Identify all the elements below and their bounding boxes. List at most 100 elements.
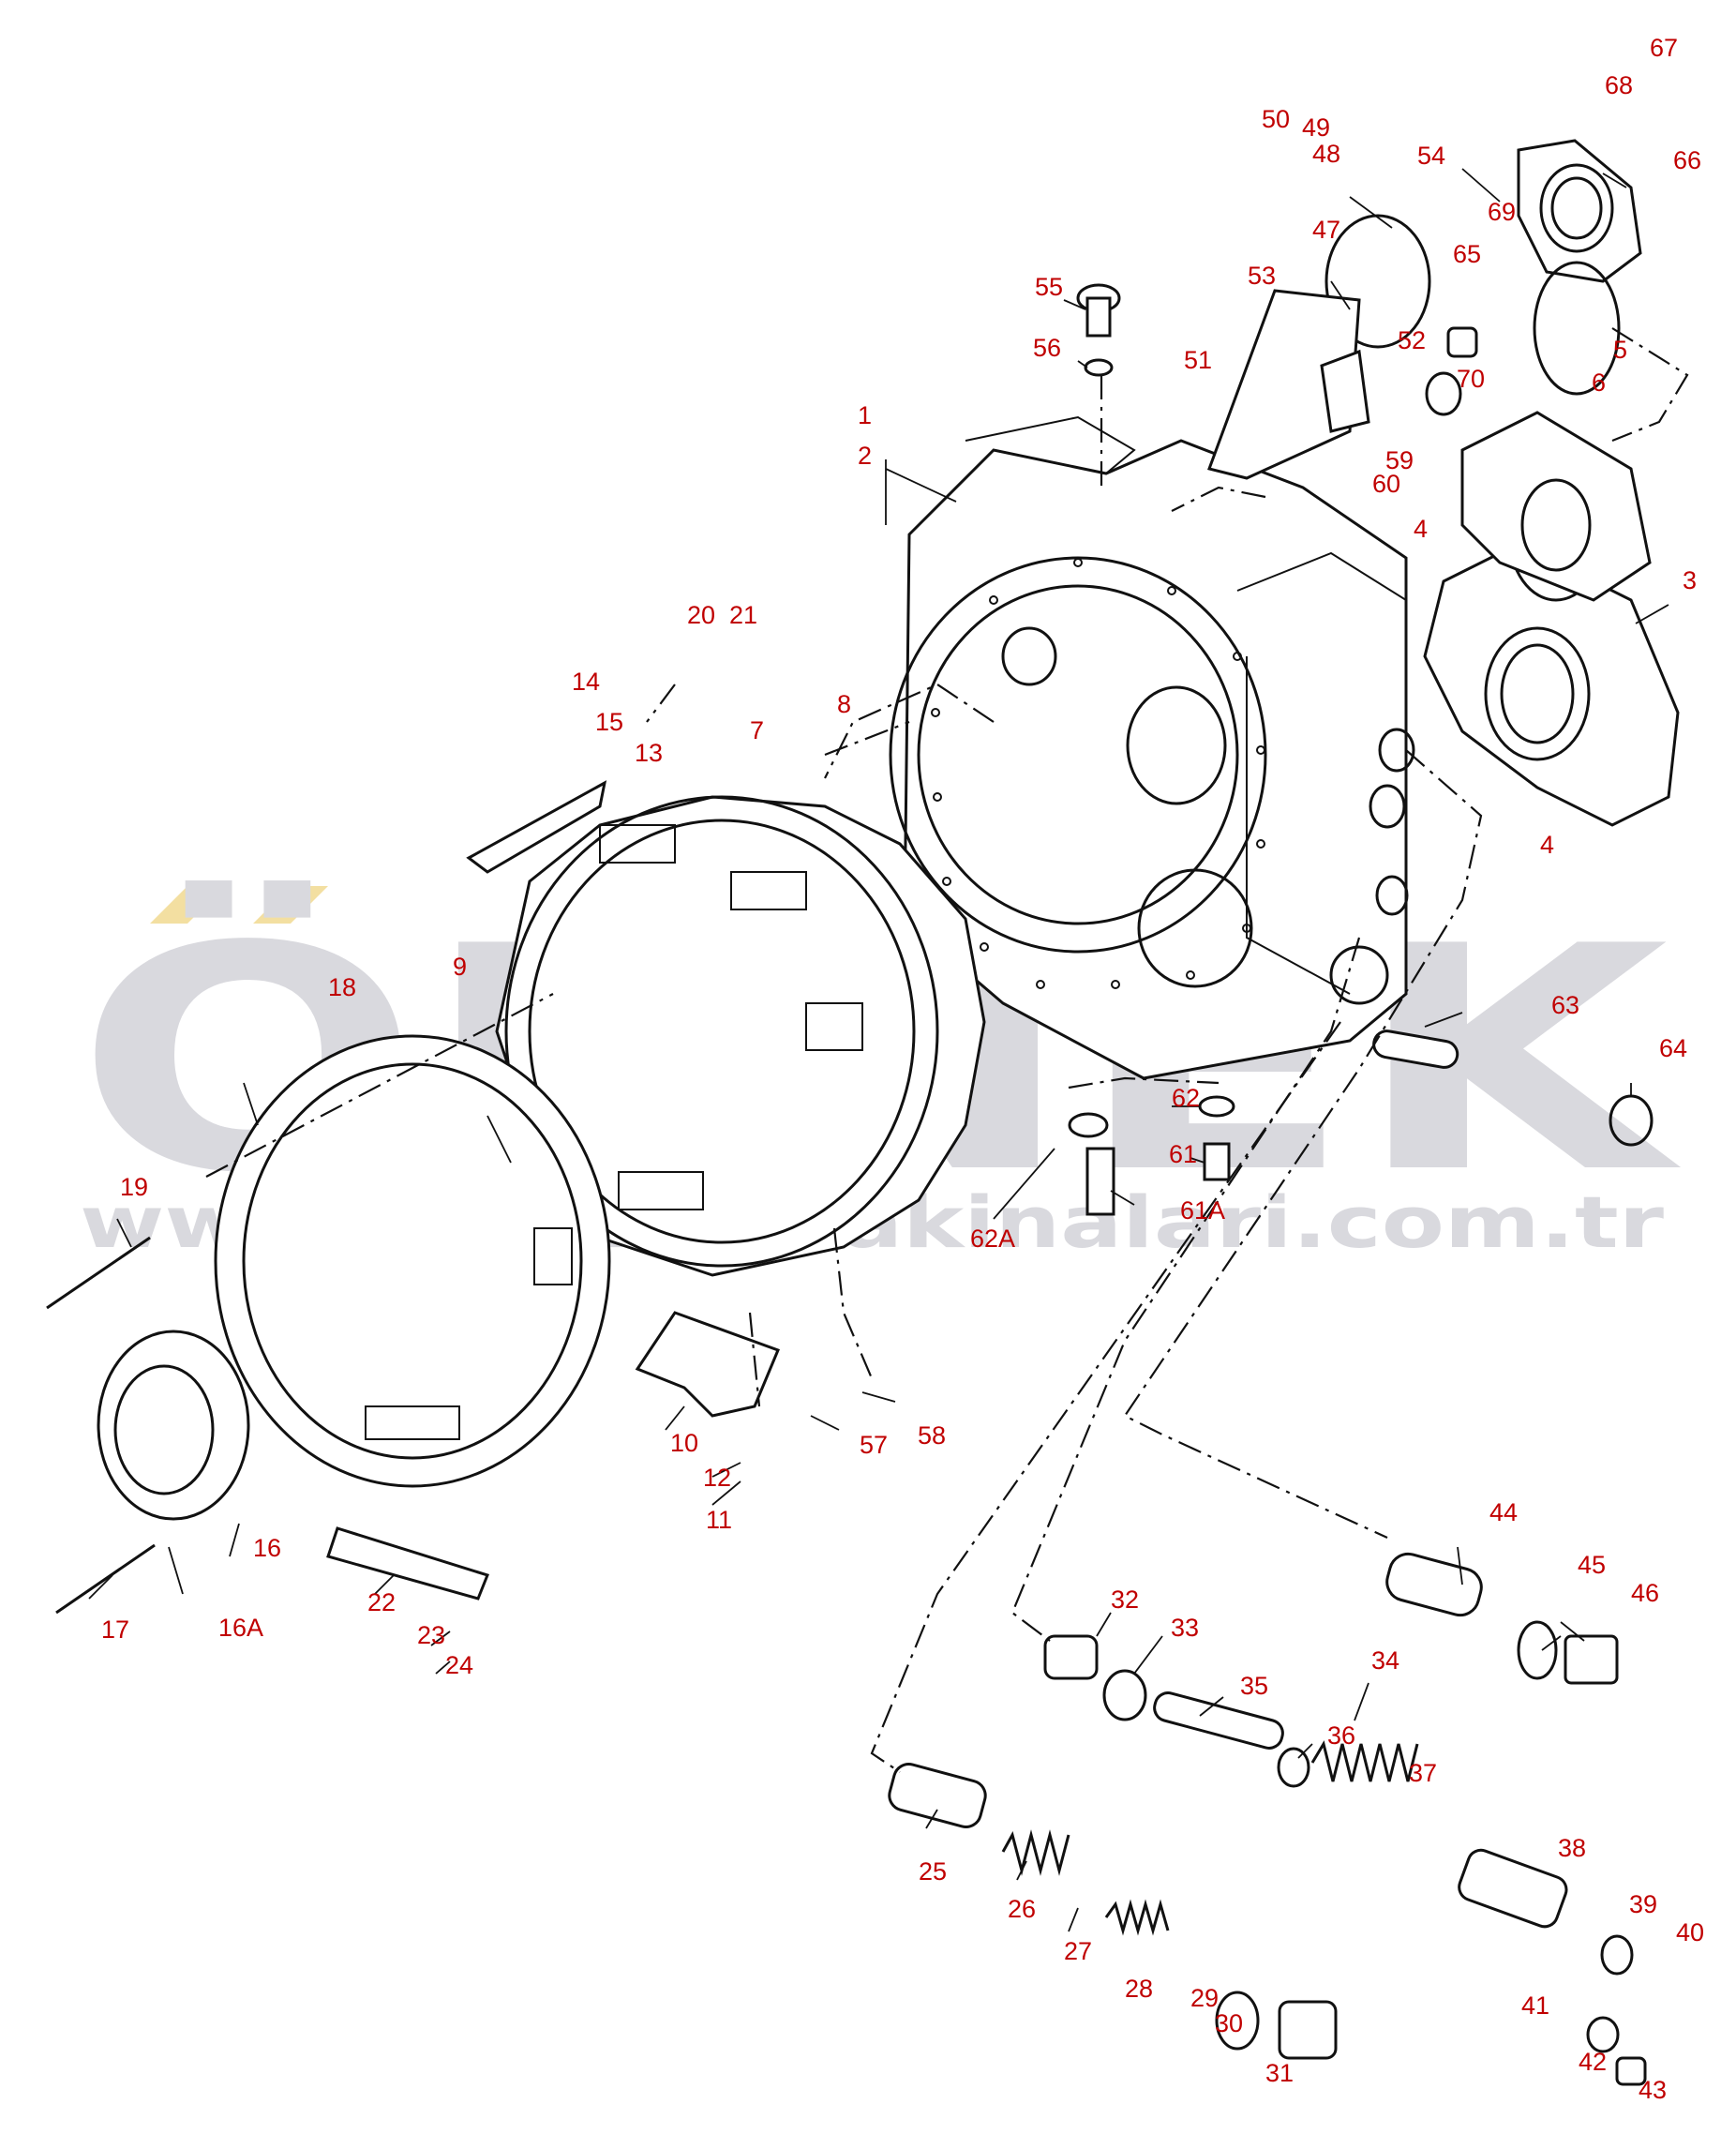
- watermark-accent-left: [150, 886, 225, 924]
- o-ring-62A: [1068, 1112, 1109, 1138]
- callout-59: 59: [1385, 446, 1414, 474]
- callout-4: 4: [1414, 515, 1428, 543]
- plug-63: [1372, 1029, 1459, 1069]
- callout-12: 12: [703, 1464, 731, 1492]
- callout-17: 17: [101, 1616, 129, 1644]
- bearing-16: [97, 1330, 250, 1521]
- callout-51: 51: [1184, 346, 1212, 374]
- callout-67: 67: [1650, 34, 1678, 62]
- callout-1: 1: [858, 401, 872, 429]
- callout-69: 69: [1488, 198, 1516, 226]
- callout-54: 54: [1417, 142, 1445, 170]
- callout-4: 4: [1540, 831, 1554, 859]
- bearing-cover-3: [1423, 411, 1680, 827]
- callout-37: 37: [1409, 1759, 1437, 1787]
- gearbox-housing: [889, 415, 1415, 1080]
- gasket-65: [1533, 261, 1621, 396]
- callout-66: 66: [1673, 146, 1701, 174]
- callout-21: 21: [729, 601, 757, 629]
- callout-64: 64: [1659, 1034, 1687, 1062]
- o-ring-70: [1425, 371, 1462, 416]
- callout-65: 65: [1453, 240, 1481, 268]
- callout-16a: 16A: [218, 1614, 263, 1642]
- callout-20: 20: [687, 601, 715, 629]
- callout-30: 30: [1215, 2009, 1243, 2037]
- callout-2: 2: [858, 442, 872, 470]
- callout-11: 11: [706, 1506, 732, 1534]
- callout-38: 38: [1558, 1834, 1586, 1862]
- stud-19: [46, 1236, 151, 1310]
- callout-52: 52: [1398, 326, 1426, 354]
- callout-13: 13: [635, 739, 663, 767]
- callout-7: 7: [750, 716, 764, 744]
- callout-23: 23: [417, 1621, 445, 1649]
- callout-14: 14: [572, 668, 600, 696]
- callout-49: 49: [1302, 113, 1330, 142]
- callout-28: 28: [1125, 1975, 1153, 2003]
- callout-10: 10: [670, 1429, 698, 1457]
- clutch-housing-7: [495, 795, 986, 1277]
- callout-24: 24: [445, 1651, 473, 1679]
- callout-9: 9: [453, 953, 467, 981]
- callout-62: 62: [1172, 1084, 1200, 1112]
- ring-18: [214, 1034, 611, 1488]
- callout-53: 53: [1248, 262, 1276, 290]
- bearing-cover-66: [1517, 139, 1642, 283]
- callout-70: 70: [1457, 365, 1485, 393]
- callout-5: 5: [1613, 336, 1627, 364]
- callout-41: 41: [1521, 1991, 1549, 2020]
- callout-34: 34: [1371, 1646, 1399, 1675]
- strip-22: [326, 1526, 489, 1600]
- callout-18: 18: [328, 973, 356, 1001]
- callout-29: 29: [1190, 1984, 1219, 2012]
- callout-3: 3: [1683, 566, 1697, 594]
- plug-61: [1203, 1142, 1231, 1181]
- callout-48: 48: [1312, 140, 1340, 168]
- callout-43: 43: [1639, 2076, 1667, 2104]
- callout-6: 6: [1592, 368, 1606, 397]
- plug-70: [1446, 326, 1478, 358]
- callout-39: 39: [1629, 1890, 1657, 1918]
- callout-46: 46: [1631, 1579, 1659, 1607]
- callout-33: 33: [1171, 1614, 1199, 1642]
- gasket-69: [1324, 214, 1431, 349]
- callout-27: 27: [1064, 1937, 1092, 1965]
- callout-50: 50: [1262, 105, 1290, 133]
- callout-36: 36: [1327, 1721, 1355, 1750]
- callout-32: 32: [1111, 1585, 1139, 1614]
- assembly-lines: [205, 327, 1689, 1773]
- callout-60: 60: [1372, 470, 1400, 498]
- valve-assembly: [888, 1552, 1647, 2086]
- breather-stem-55: [1085, 296, 1112, 338]
- callout-22: 22: [367, 1588, 396, 1616]
- callout-8: 8: [837, 690, 851, 718]
- callout-68: 68: [1605, 71, 1633, 99]
- plate-10: [635, 1311, 780, 1418]
- callout-56: 56: [1033, 334, 1061, 362]
- callout-57: 57: [860, 1431, 888, 1459]
- callout-19: 19: [120, 1173, 148, 1201]
- callout-61a: 61A: [1180, 1196, 1225, 1225]
- watermark-accent-right: [253, 886, 328, 924]
- leader-lines: [88, 168, 1669, 1932]
- callout-26: 26: [1008, 1895, 1036, 1923]
- washer-56: [1084, 358, 1114, 377]
- callout-58: 58: [918, 1421, 946, 1450]
- fitting-61A: [1085, 1147, 1115, 1216]
- callout-25: 25: [919, 1857, 947, 1886]
- callout-42: 42: [1579, 2048, 1607, 2076]
- strip-13: [466, 780, 607, 874]
- callout-55: 55: [1035, 273, 1063, 301]
- callout-40: 40: [1676, 1918, 1704, 1946]
- callout-31: 31: [1265, 2059, 1294, 2087]
- callout-61: 61: [1169, 1140, 1197, 1168]
- callout-44: 44: [1489, 1498, 1518, 1526]
- callout-47: 47: [1312, 216, 1340, 244]
- callout-63: 63: [1551, 991, 1579, 1019]
- callout-35: 35: [1240, 1672, 1268, 1700]
- bolt-17: [55, 1543, 156, 1615]
- callout-15: 15: [595, 708, 623, 736]
